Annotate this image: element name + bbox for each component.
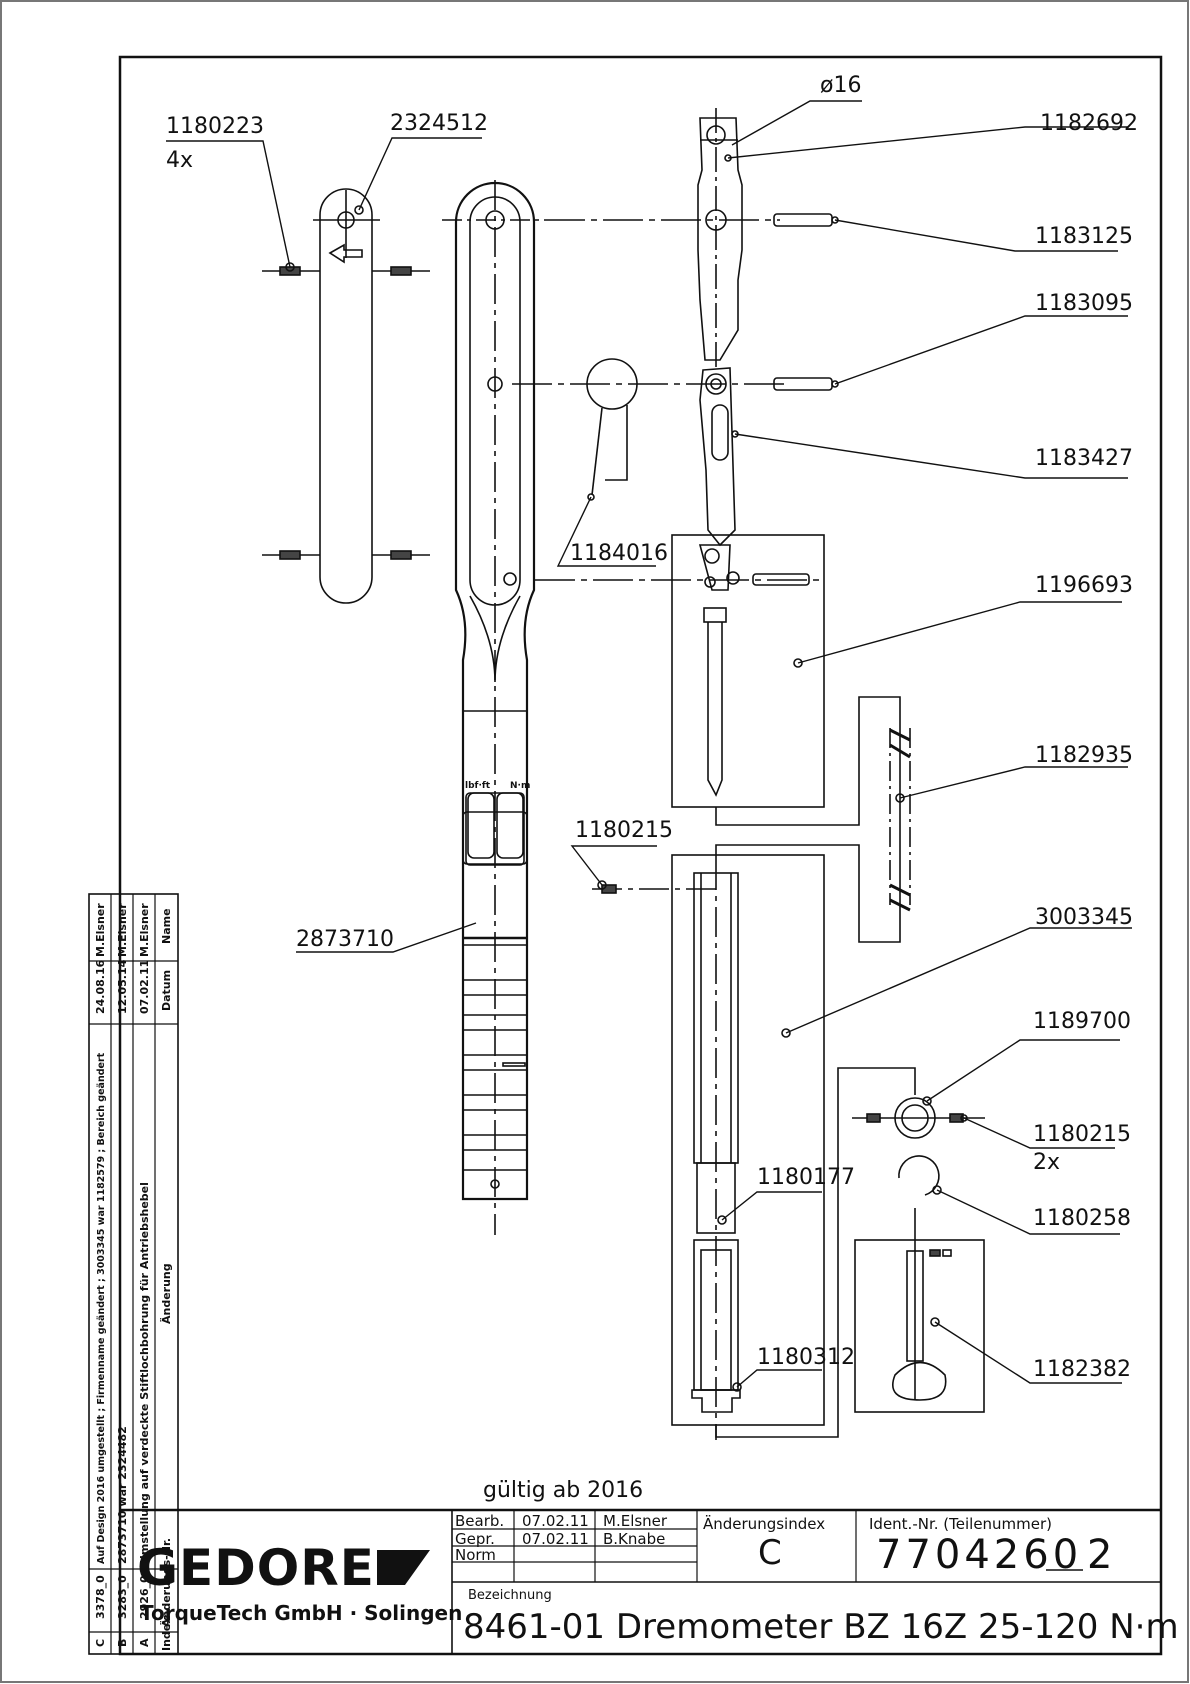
rev-row-c-index: C [94, 1639, 107, 1647]
part-label: 2873710 [296, 927, 394, 952]
part-label: 1180312 [757, 1345, 855, 1370]
part-label: 1183095 [1035, 291, 1133, 316]
gedore-logo: GEDORE [137, 1539, 375, 1597]
rev-row-a-order: 2926_0 [138, 1575, 151, 1619]
scale-lbfft-label: lbf·ft [465, 781, 491, 791]
spring-1184016 [586, 358, 638, 501]
rev-row-c-name: M.Elsner [94, 903, 107, 957]
part-label: 1180258 [1033, 1206, 1131, 1231]
part-label: 1180215 [1033, 1122, 1131, 1147]
part-label: 1180223 [166, 114, 264, 139]
rev-row-c-order: 3378_0 [94, 1575, 107, 1619]
change-index-label: Änderungsindex [703, 1514, 825, 1533]
rev-row-a-change: Umstellung auf verdeckte Stiftlochbohrun… [138, 1182, 151, 1564]
bearb-name: M.Elsner [603, 1512, 668, 1530]
validity-note: gültig ab 2016 [483, 1478, 643, 1503]
rev-row-b-name: M.Elsner [116, 903, 129, 957]
part-label: 1183125 [1035, 224, 1133, 249]
ident-suffix: 2 [1087, 1532, 1112, 1578]
part-label: 1183427 [1035, 446, 1133, 471]
rev-row-b-index: B [116, 1639, 129, 1647]
company-name: TorqueTech GmbH · Solingen [140, 1601, 462, 1625]
part-qty: 2x [1033, 1150, 1060, 1175]
part-label: 2324512 [390, 111, 488, 136]
adjuster-assembly [715, 1067, 985, 1438]
ident-number: 7704260 [876, 1532, 1082, 1578]
tube-3003345 [592, 854, 825, 1440]
rev-row-b-order: 3283_0 [116, 1575, 129, 1619]
drawing-frame [118, 55, 1163, 1656]
rev-header-change: Änderung [159, 1263, 173, 1324]
change-index-value: C [758, 1533, 782, 1573]
part-label: 1189700 [1033, 1009, 1131, 1034]
lever-1183427 [512, 367, 790, 547]
wrench-body-2873710 [442, 180, 545, 1235]
rev-header-order: Änderungs-Nr. [159, 1538, 173, 1627]
part-label: 1196693 [1035, 573, 1133, 598]
rev-header-index: Index [160, 1617, 173, 1651]
part-label: 1182935 [1035, 743, 1133, 768]
spring-1182935 [715, 696, 911, 943]
ratchet-box-1196693 [535, 534, 825, 808]
part-label: 1180215 [575, 818, 673, 843]
rev-row-c-date: 24.08.16 [94, 959, 107, 1014]
dimension-label: ø16 [820, 73, 861, 98]
part-qty: 4x [166, 148, 193, 173]
title-block [120, 1508, 1161, 1654]
square-drive-1182692 [545, 108, 780, 370]
pin-1183095 [773, 377, 839, 391]
designation-label: Bezeichnung [468, 1588, 552, 1603]
revision-table [88, 893, 179, 1655]
lever-plate-2324512 [262, 188, 430, 604]
ident-label: Ident.-Nr. (Teilenummer) [869, 1515, 1052, 1533]
rev-header-name: Name [160, 908, 173, 944]
part-label: 1184016 [570, 541, 668, 566]
leader-lines [166, 100, 1132, 1388]
bearb-date: 07.02.11 [522, 1512, 589, 1530]
designation: 8461-01 Dremometer BZ 16Z 25-120 N·m [463, 1607, 1179, 1647]
rev-row-c-change: Auf Design 2016 umgestellt ; Firmenname … [96, 1052, 107, 1564]
rev-row-a-index: A [138, 1638, 151, 1647]
logo-wedge-icon [377, 1550, 430, 1585]
part-label: 3003345 [1035, 905, 1133, 930]
rev-header-date: Datum [160, 970, 173, 1011]
rev-row-a-name: M.Elsner [138, 903, 151, 957]
part-label: 1182382 [1033, 1357, 1131, 1382]
norm-label: Norm [455, 1546, 496, 1564]
scale-nm-label: N·m [510, 781, 530, 791]
rev-row-a-date: 07.02.11 [138, 960, 151, 1014]
gepr-date: 07.02.11 [522, 1530, 589, 1548]
pin-1183125 [773, 213, 839, 227]
part-label: 1180177 [757, 1165, 855, 1190]
rev-row-b-change: 2873710 war 2324482 [116, 1426, 129, 1564]
gepr-label: Gepr. [455, 1530, 495, 1548]
part-label: 1182692 [1040, 111, 1138, 136]
gepr-name: B.Knabe [603, 1530, 665, 1548]
bearb-label: Bearb. [455, 1512, 504, 1530]
rev-row-b-date: 12.05.14 [116, 959, 129, 1014]
